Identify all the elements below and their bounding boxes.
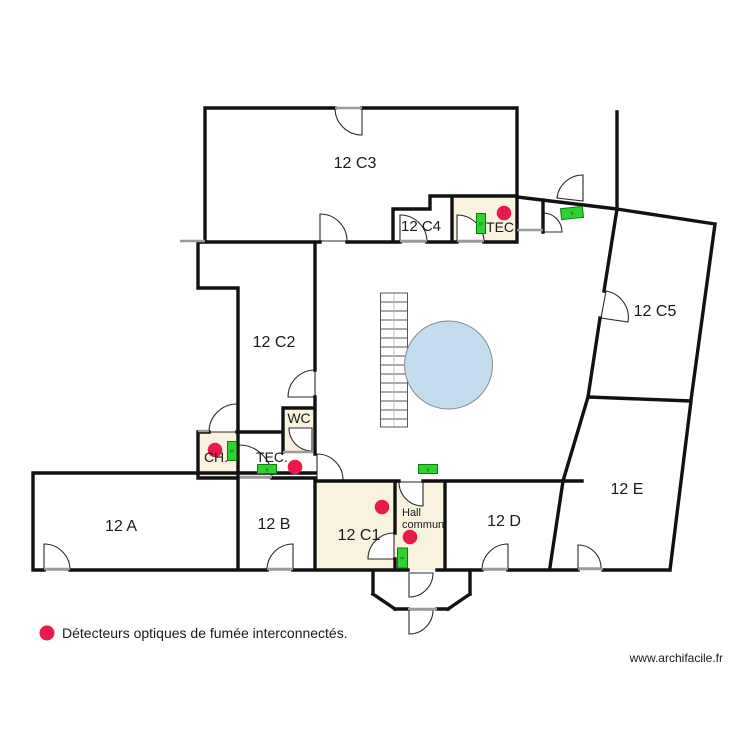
watermark-text: www.archifacile.fr	[629, 651, 723, 665]
room-labels: 12 C3 12 C4 TEC. 12 C5 12 C2 WC CH. TEC.…	[105, 155, 676, 544]
smoke-detector-dot	[287, 459, 303, 475]
room-label-12c5: 12 C5	[634, 303, 677, 320]
staircase	[380, 292, 408, 428]
room-label-12c3: 12 C3	[334, 155, 377, 172]
room-label-hall-line2: commun	[402, 519, 444, 531]
door-arc-12d	[481, 543, 509, 571]
device-marker	[257, 464, 277, 474]
room-label-12a: 12 A	[105, 518, 137, 535]
device-marker-glyph: s	[477, 222, 483, 225]
door-arc-12c3-bottom	[319, 213, 348, 242]
room-label-ch: CH.	[204, 449, 228, 465]
legend: Détecteurs optiques de fumée interconnec…	[39, 625, 348, 641]
doors	[43, 107, 629, 635]
device-marker	[397, 547, 408, 569]
device-marker-glyph: s	[266, 468, 269, 474]
room-label-tec2: TEC.	[256, 449, 288, 465]
door-arc-corridor-hall	[316, 453, 344, 481]
smoke-detector-dot	[402, 529, 418, 545]
door-arc-vestibule-inner	[408, 572, 434, 598]
device-markers: s s s s s s	[227, 205, 585, 569]
door-arc-vestibule-outer	[408, 609, 434, 635]
walls	[31, 106, 717, 612]
door-arc-ch	[208, 403, 238, 433]
round-pool-shape	[404, 320, 493, 410]
room-label-hall-line1: Hall	[402, 507, 421, 519]
legend-detector-label: Détecteurs optiques de fumée interconnec…	[62, 625, 348, 641]
door-arc-hall-commun-top	[398, 481, 424, 507]
door-arc-12c1	[367, 532, 395, 560]
door-arc-12c5	[600, 290, 629, 323]
legend-detector-dot-icon	[39, 625, 55, 641]
device-marker-glyph: s	[228, 450, 234, 453]
device-marker-glyph: s	[427, 468, 430, 474]
device-marker-glyph: s	[570, 211, 574, 217]
door-arc-12c2	[287, 369, 316, 398]
door-arc-tec-porch	[542, 212, 563, 233]
device-marker-glyph: s	[399, 557, 405, 560]
room-label-12c1: 12 C1	[338, 527, 381, 544]
door-arc-exterior-ne	[556, 174, 584, 202]
door-arc-12e	[577, 544, 602, 569]
device-marker	[227, 441, 237, 461]
device-marker	[476, 213, 486, 234]
smoke-detector-dot	[207, 442, 223, 458]
smoke-detectors	[207, 205, 512, 545]
room-label-wc: WC	[287, 410, 310, 426]
room-label-12c4: 12 C4	[401, 218, 441, 235]
device-marker	[418, 464, 438, 474]
room-label-12e: 12 E	[611, 481, 644, 498]
door-arc-12b	[266, 543, 294, 571]
room-label-12c2: 12 C2	[253, 334, 296, 351]
door-sills	[44, 106, 603, 611]
device-marker	[559, 205, 585, 221]
room-label-tec-top: TEC.	[486, 219, 518, 235]
room-label-12b: 12 B	[258, 516, 291, 533]
door-arc-12c3-top	[334, 107, 363, 136]
room-label-12d: 12 D	[487, 513, 521, 530]
smoke-detector-dot	[374, 499, 390, 515]
smoke-detector-dot	[496, 205, 512, 221]
door-arc-12a	[43, 543, 71, 571]
